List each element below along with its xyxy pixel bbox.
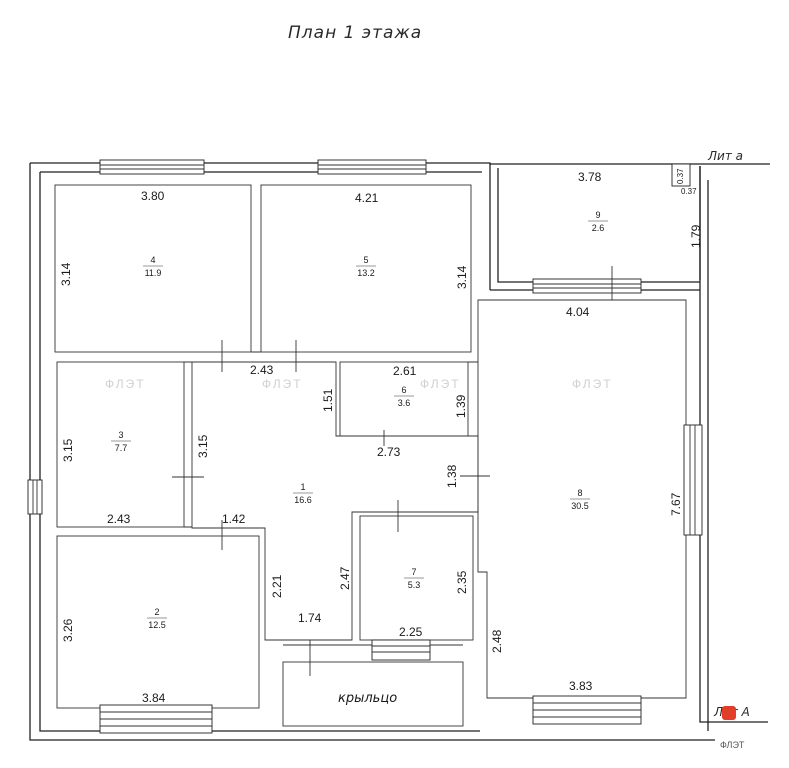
dim-r1-a: 1.51	[321, 388, 335, 412]
dim-r6-height: 1.39	[454, 394, 468, 418]
room-2-area: 12.5	[148, 620, 166, 630]
watermark-row: ФЛЭТ ФЛЭТ ФЛЭТ ФЛЭТ	[105, 377, 613, 391]
dim-r2-width: 3.84	[142, 691, 166, 705]
porch-label: крыльцо	[338, 691, 397, 706]
dim-r9-corner-a: 0.37	[676, 168, 685, 184]
room-4-outline	[54, 184, 252, 353]
room-5-area: 13.2	[357, 268, 375, 278]
dimensions: 3.80 3.14 4.21 3.14 3.78 1.79 0.37 0.37 …	[59, 168, 703, 705]
flat-logo-icon	[722, 706, 736, 720]
plan-title: План 1 этажа	[288, 23, 422, 43]
dim-r5-width: 4.21	[355, 191, 379, 205]
room-4-area: 11.9	[145, 268, 162, 278]
flat-logo-text: ФЛЭТ	[720, 740, 745, 750]
room-3-outline	[56, 361, 185, 528]
room-1-number: 1	[300, 482, 305, 492]
dim-r3-width: 2.43	[107, 512, 131, 526]
room-6-area: 3.6	[398, 398, 411, 408]
dim-r9-height: 1.79	[689, 224, 703, 248]
watermark-text: ФЛЭТ	[420, 377, 461, 391]
dim-r9-corner-b: 0.37	[681, 187, 697, 196]
dim-r7-width: 2.25	[399, 625, 423, 639]
room-1-area: 16.6	[294, 495, 312, 505]
dim-r2-height: 3.26	[61, 618, 75, 642]
lit-a-small-label: Лит а	[707, 149, 743, 163]
dim-r3-height: 3.15	[61, 438, 75, 462]
watermark-text: ФЛЭТ	[105, 377, 146, 391]
room-8-area: 30.5	[571, 501, 589, 511]
dim-r1-top: 2.43	[250, 363, 274, 377]
room-5-number: 5	[363, 255, 368, 265]
dim-r8-top: 4.04	[566, 305, 590, 319]
dim-r6-bottom: 2.73	[377, 445, 401, 459]
flat-logo: ФЛЭТ	[720, 706, 745, 750]
watermark-text: ФЛЭТ	[572, 377, 613, 391]
room-8-outline	[477, 299, 687, 699]
room-4-number: 4	[150, 255, 155, 265]
door-marks	[172, 266, 613, 676]
dim-r9-width: 3.78	[578, 170, 602, 184]
room-5-outline	[260, 184, 472, 353]
room-7-area: 5.3	[408, 580, 421, 590]
dim-r7-height: 2.35	[455, 570, 469, 594]
porch-outline	[282, 661, 464, 727]
dim-r8-bottom: 3.83	[569, 679, 593, 693]
dim-r6-width: 2.61	[393, 364, 417, 378]
room-1-outline	[191, 361, 479, 641]
watermark-text: ФЛЭТ	[262, 377, 303, 391]
dim-r4-height: 3.14	[59, 262, 73, 286]
windows	[27, 159, 703, 734]
dim-r1-d: 2.21	[270, 574, 284, 598]
room-9-area: 2.6	[592, 223, 605, 233]
dim-r8-left: 2.48	[490, 629, 504, 653]
dim-r1-left: 3.15	[196, 434, 210, 458]
dim-r1-e: 1.74	[298, 611, 322, 625]
dim-r1-b: 1.38	[445, 464, 459, 488]
room-3-number: 3	[118, 430, 123, 440]
room-7-number: 7	[411, 567, 416, 577]
room-labels: 4 11.9 5 13.2 9 2.6 3 7.7 6 3.6 1 16.6 8…	[111, 210, 608, 630]
room-9-number: 9	[595, 210, 600, 220]
room-6-number: 6	[401, 385, 406, 395]
dim-r5-height: 3.14	[455, 265, 469, 289]
room-outlines	[54, 184, 687, 727]
dim-r1-f: 2.47	[338, 566, 352, 590]
dim-r8-height: 7.67	[669, 492, 683, 516]
room-2-number: 2	[154, 607, 159, 617]
dim-r4-width: 3.80	[141, 189, 165, 203]
room-8-number: 8	[577, 488, 582, 498]
dim-r1-c: 1.42	[222, 512, 246, 526]
room-3-area: 7.7	[115, 443, 128, 453]
